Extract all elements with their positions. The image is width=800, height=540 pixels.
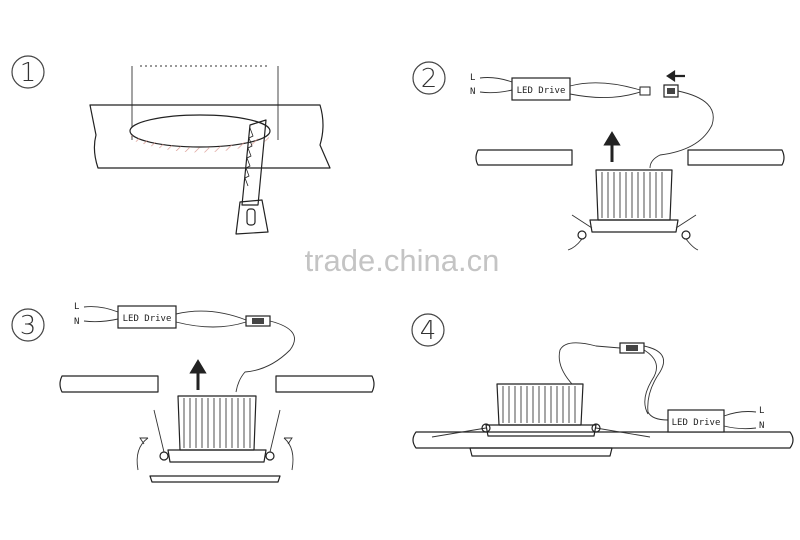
ceiling-hole	[129, 114, 271, 148]
step-4-led-driver: LED Drive	[667, 409, 725, 433]
step-2-mains-wires	[479, 77, 513, 94]
step-4-lamp-cable	[558, 342, 621, 385]
ceiling-board	[89, 104, 331, 169]
step-3-label-line: L	[74, 302, 79, 312]
step-4-marker: 4	[411, 313, 445, 347]
step-2-label-neutral: N	[470, 87, 475, 97]
step-1-cut-hole: 1	[11, 55, 331, 235]
step-2-ceiling-left	[475, 149, 573, 166]
step-4-lamp-heatsink	[431, 383, 651, 457]
step-4-mains-wires	[723, 411, 757, 430]
step-3-mains-wires	[83, 306, 119, 323]
watermark-text: trade.china.cn	[305, 243, 500, 278]
step-2-lamp-heatsink	[567, 169, 699, 251]
step-3-ceiling-right	[275, 375, 375, 393]
step-2-connect-driver: 2 L N LED Drive	[412, 61, 785, 251]
step-2-number: 2	[421, 64, 438, 94]
step-3-marker: 3	[11, 308, 45, 342]
step-2-arrow-up-icon	[603, 131, 621, 162]
step-2-led-driver: LED Drive	[511, 77, 571, 101]
step-3-label-neutral: N	[74, 317, 79, 327]
step-4-ceiling	[412, 431, 794, 449]
step-4-label-neutral: N	[759, 421, 764, 431]
step-3-rotate-arrow-left-icon	[136, 437, 149, 471]
step-3-spring-clips	[153, 409, 281, 453]
step-2-connector-icon	[639, 84, 679, 98]
step-3-driver-label: LED Drive	[123, 314, 172, 324]
step-2-driver-label: LED Drive	[517, 86, 566, 96]
hole-cut-edge	[131, 135, 269, 153]
step-3-lamp-heatsink	[149, 395, 281, 483]
step-4-driver-label: LED Drive	[672, 418, 721, 428]
step-2-label-line: L	[470, 73, 475, 83]
step-4-driver-wires	[643, 345, 669, 421]
step-3-number: 3	[20, 311, 37, 341]
step-3-insert-lamp: 3 L N LED Drive	[11, 302, 375, 483]
step-4-connector-icon	[619, 342, 645, 354]
step-2-arrow-left-icon	[666, 69, 685, 83]
step-3-driver-wires	[175, 310, 247, 328]
step-3-arrow-up-icon	[189, 359, 207, 390]
step-4-number: 4	[420, 316, 437, 346]
saw-icon	[235, 119, 269, 235]
step-3-ceiling-left	[59, 375, 159, 393]
step-1-marker: 1	[11, 55, 45, 89]
step-2-spring-clips	[571, 214, 697, 229]
step-2-lamp-cable	[649, 90, 714, 169]
step-3-connector-icon	[245, 315, 271, 327]
step-2-driver-wires	[569, 82, 641, 99]
step-2-ceiling-right	[687, 149, 785, 166]
step-3-rotate-arrow-right-icon	[283, 437, 294, 471]
step-4-label-line: L	[759, 406, 764, 416]
step-4-installed: 4 LED Drive L N	[411, 313, 794, 457]
step-3-led-driver: LED Drive	[117, 305, 177, 329]
step-4-spring-clips	[431, 427, 651, 438]
step-2-marker: 2	[412, 61, 446, 95]
step-1-number: 1	[20, 58, 37, 88]
step-3-lamp-cable	[235, 320, 295, 393]
